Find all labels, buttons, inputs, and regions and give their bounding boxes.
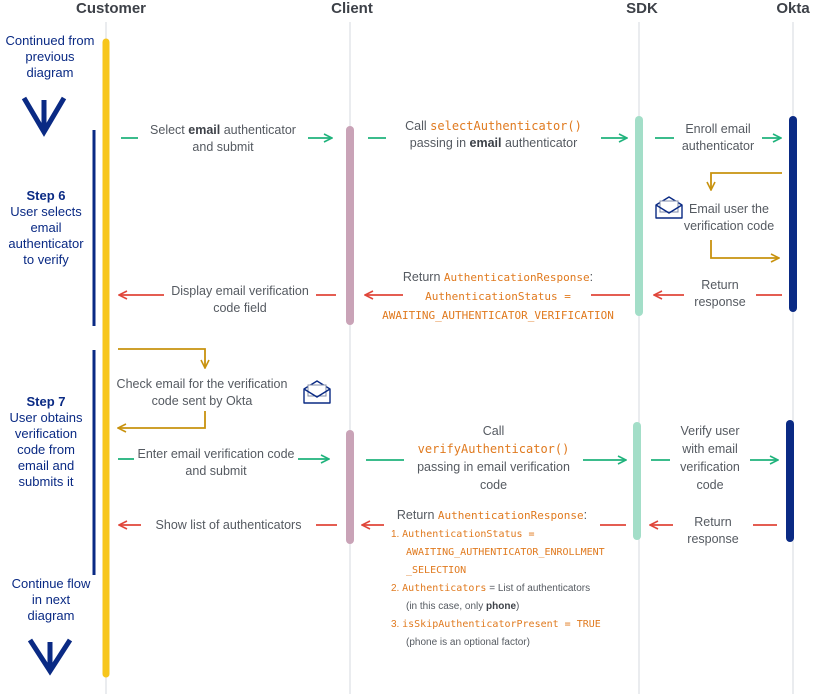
down-arrow-icon [27,638,73,676]
msg-show-list: Show list of authenticators [155,518,302,532]
envelope-icon [655,196,683,219]
msg-call-verify-authenticator: Call verifyAuthenticator() passing in em… [417,424,570,492]
list-item: 3. isSkipAuthenticatorPresent = TRUE [391,619,601,630]
list-item: 1. AuthenticationStatus = [391,529,535,540]
msg-select-email: Select email authenticator and submit [150,123,296,154]
list-item-cont: (in this case, only phone) [406,601,520,612]
list-item-cont: _SELECTION [406,565,467,576]
arrow-check-out [118,348,205,368]
down-arrow-icon [21,96,67,137]
msg-verify-user: Verify user with email verification code [680,424,740,492]
arrow-email-user-out [710,240,779,258]
continue-next-label: Continue flow in next diagram [11,576,91,623]
sdk-header: SDK [626,0,658,17]
customer-header: Customer [75,0,146,17]
step6-label: Step 6 User selects email authenticator … [2,188,90,268]
msg-return-auth-response-2-title: Return AuthenticationResponse: [396,508,588,522]
step7-title: Step 7 [26,394,66,409]
msg-enroll-email: Enroll email authenticator [681,122,755,153]
list-item: 2. Authenticators = List of authenticato… [391,583,591,594]
msg-call-select-authenticator: Call selectAuthenticator() passing in em… [405,119,582,150]
msg-email-user: Email user the verification code [683,202,775,233]
envelope-icon [303,380,331,404]
msg-return-auth-response-1: Return AuthenticationResponse: Authentic… [382,270,614,322]
client-header: Client [331,0,373,17]
step7-description: User obtains verification code from emai… [9,410,83,489]
okta-header: Okta [776,0,810,17]
msg-check-email: Check email for the verification code se… [116,377,288,408]
list-item-cont: (phone is an optional factor) [406,637,530,648]
continued-from-label: Continued from previous diagram [5,33,95,80]
msg-return-response-2: Return response [687,515,739,546]
msg-return-response-1: Return response [694,278,746,309]
msg-display-code-field: Display email verification code field [171,284,309,315]
arrow-email-user-in [711,172,782,190]
step6-description: User selects email authenticator to veri… [8,204,84,267]
arrow-check-in [118,411,206,428]
msg-enter-code: Enter email verification code and submit [137,447,295,478]
msg-return-auth-response-2-list: 1. AuthenticationStatus = AWAITING_AUTHE… [391,526,641,652]
step6-title: Step 6 [26,188,66,203]
step7-label: Step 7 User obtains verification code fr… [2,394,90,490]
list-item-cont: AWAITING_AUTHENTICATOR_ENROLLMENT [406,547,605,558]
